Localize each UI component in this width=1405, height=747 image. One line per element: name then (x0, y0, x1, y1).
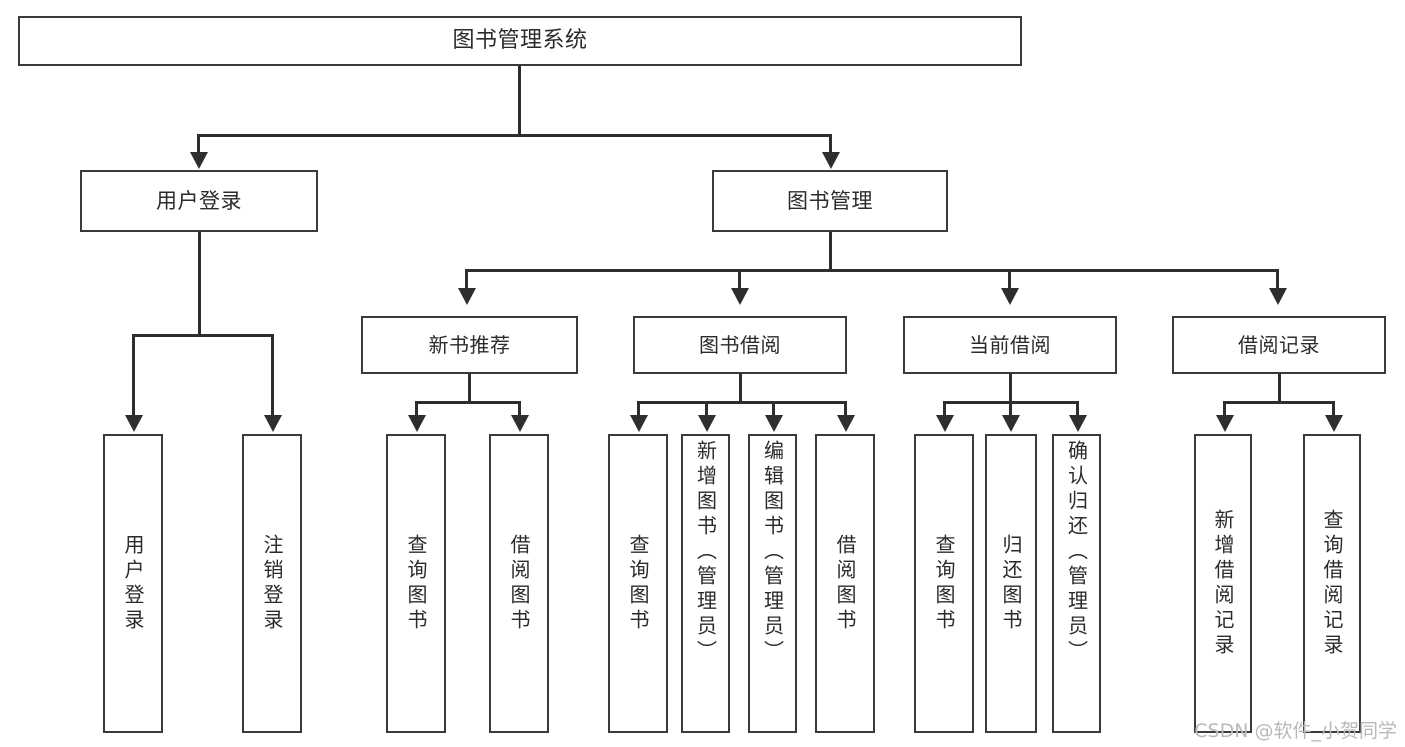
connector-user-login-bus (133, 334, 274, 337)
leaf-query-borrow-record[interactable]: 查询借阅记录 (1303, 434, 1361, 733)
connector-bookmgmt-child4 (1276, 269, 1279, 291)
arrow-root-to-book-mgmt (822, 152, 840, 169)
connector-currentborrow-child2 (1009, 401, 1012, 418)
connector-bookborrow-child4 (844, 401, 847, 418)
arrow-root-to-user-login (190, 152, 208, 169)
connector-root-to-book-mgmt (829, 134, 832, 155)
connector-root-bus (198, 134, 832, 137)
connector-newbook-child1 (415, 401, 418, 418)
arrow-userlogin-child2 (264, 415, 282, 432)
node-label: 用户登录 (121, 533, 145, 634)
arrow-currentborrow-child1 (936, 415, 954, 432)
node-label: 借阅图书 (833, 533, 857, 634)
arrow-bookmgmt-child1 (458, 288, 476, 305)
connector-bookmgmt-bus (466, 269, 1279, 272)
arrow-borrowrecord-child1 (1216, 415, 1234, 432)
arrow-bookmgmt-child4 (1269, 288, 1287, 305)
node-label: 新书推荐 (428, 332, 511, 357)
node-label: 注销登录 (260, 533, 284, 634)
arrow-currentborrow-child3 (1069, 415, 1087, 432)
connector-bookmgmt-stem (829, 232, 832, 271)
connector-currentborrow-stem (1009, 374, 1012, 403)
connector-borrowrecord-child2 (1332, 401, 1335, 418)
leaf-confirm-return-admin[interactable]: 确认归还（管理员） (1052, 434, 1101, 733)
node-label: 当前借阅 (969, 332, 1051, 357)
connector-borrowrecord-child1 (1223, 401, 1226, 418)
connector-newbook-stem (468, 374, 471, 403)
connector-newbook-child2 (518, 401, 521, 418)
node-label: 查询借阅记录 (1320, 508, 1344, 659)
node-user-login[interactable]: 用户登录 (80, 170, 318, 232)
connector-bookmgmt-child1 (465, 269, 468, 291)
connector-currentborrow-child3 (1076, 401, 1079, 418)
node-label: 归还图书 (999, 533, 1023, 634)
connector-userlogin-child1 (132, 334, 135, 418)
node-label: 借阅记录 (1238, 332, 1320, 357)
node-label: 确认归还（管理员） (1064, 440, 1089, 665)
leaf-query-book-borrow[interactable]: 查询图书 (608, 434, 668, 733)
leaf-query-book-recommend[interactable]: 查询图书 (386, 434, 446, 733)
node-book-borrow[interactable]: 图书借阅 (633, 316, 847, 374)
leaf-user-login[interactable]: 用户登录 (103, 434, 163, 733)
arrow-bookmgmt-child3 (1001, 288, 1019, 305)
node-label: 用户登录 (156, 188, 242, 213)
arrow-borrowrecord-child2 (1325, 415, 1343, 432)
node-root-system[interactable]: 图书管理系统 (18, 16, 1022, 66)
node-label: 新增借阅记录 (1211, 508, 1235, 659)
connector-borrowrecord-stem (1278, 374, 1281, 403)
connector-currentborrow-child1 (943, 401, 946, 418)
connector-bookborrow-child3 (772, 401, 775, 418)
connector-newbook-bus (416, 401, 520, 404)
connector-root-to-user-login (197, 134, 200, 155)
arrow-bookborrow-child4 (837, 415, 855, 432)
connector-bookborrow-bus (638, 401, 846, 404)
connector-borrowrecord-bus (1224, 401, 1334, 404)
node-label: 图书管理 (787, 188, 873, 213)
connector-userlogin-child2 (271, 334, 274, 418)
leaf-return-book[interactable]: 归还图书 (985, 434, 1037, 733)
arrow-bookborrow-child3 (765, 415, 783, 432)
arrow-bookborrow-child1 (630, 415, 648, 432)
node-label: 图书管理系统 (452, 28, 588, 54)
leaf-edit-book-admin[interactable]: 编辑图书（管理员） (748, 434, 797, 733)
node-label: 查询图书 (932, 533, 956, 634)
leaf-logout[interactable]: 注销登录 (242, 434, 302, 733)
node-label: 查询图书 (404, 533, 428, 634)
node-current-borrow[interactable]: 当前借阅 (903, 316, 1117, 374)
connector-bookborrow-child2 (705, 401, 708, 418)
node-label: 编辑图书（管理员） (760, 440, 785, 665)
leaf-borrow-book-recommend[interactable]: 借阅图书 (489, 434, 549, 733)
connector-user-login-stem (198, 232, 201, 336)
connector-bookborrow-stem (739, 374, 742, 403)
arrow-newbook-child2 (511, 415, 529, 432)
node-label: 查询图书 (626, 533, 650, 634)
node-new-book-recommend[interactable]: 新书推荐 (361, 316, 578, 374)
connector-bookborrow-child1 (637, 401, 640, 418)
leaf-add-borrow-record[interactable]: 新增借阅记录 (1194, 434, 1252, 733)
leaf-add-book-admin[interactable]: 新增图书（管理员） (681, 434, 730, 733)
arrow-userlogin-child1 (125, 415, 143, 432)
arrow-bookmgmt-child2 (731, 288, 749, 305)
connector-bookmgmt-child3 (1008, 269, 1011, 291)
node-borrow-record[interactable]: 借阅记录 (1172, 316, 1386, 374)
connector-bookmgmt-child2 (738, 269, 741, 291)
node-label: 借阅图书 (507, 533, 531, 634)
node-label: 新增图书（管理员） (693, 440, 718, 665)
arrow-currentborrow-child2 (1002, 415, 1020, 432)
arrow-newbook-child1 (408, 415, 426, 432)
node-label: 图书借阅 (699, 332, 781, 357)
connector-root-stem (518, 66, 521, 135)
arrow-bookborrow-child2 (698, 415, 716, 432)
leaf-borrow-book[interactable]: 借阅图书 (815, 434, 875, 733)
leaf-query-book-current[interactable]: 查询图书 (914, 434, 974, 733)
node-book-management[interactable]: 图书管理 (712, 170, 948, 232)
